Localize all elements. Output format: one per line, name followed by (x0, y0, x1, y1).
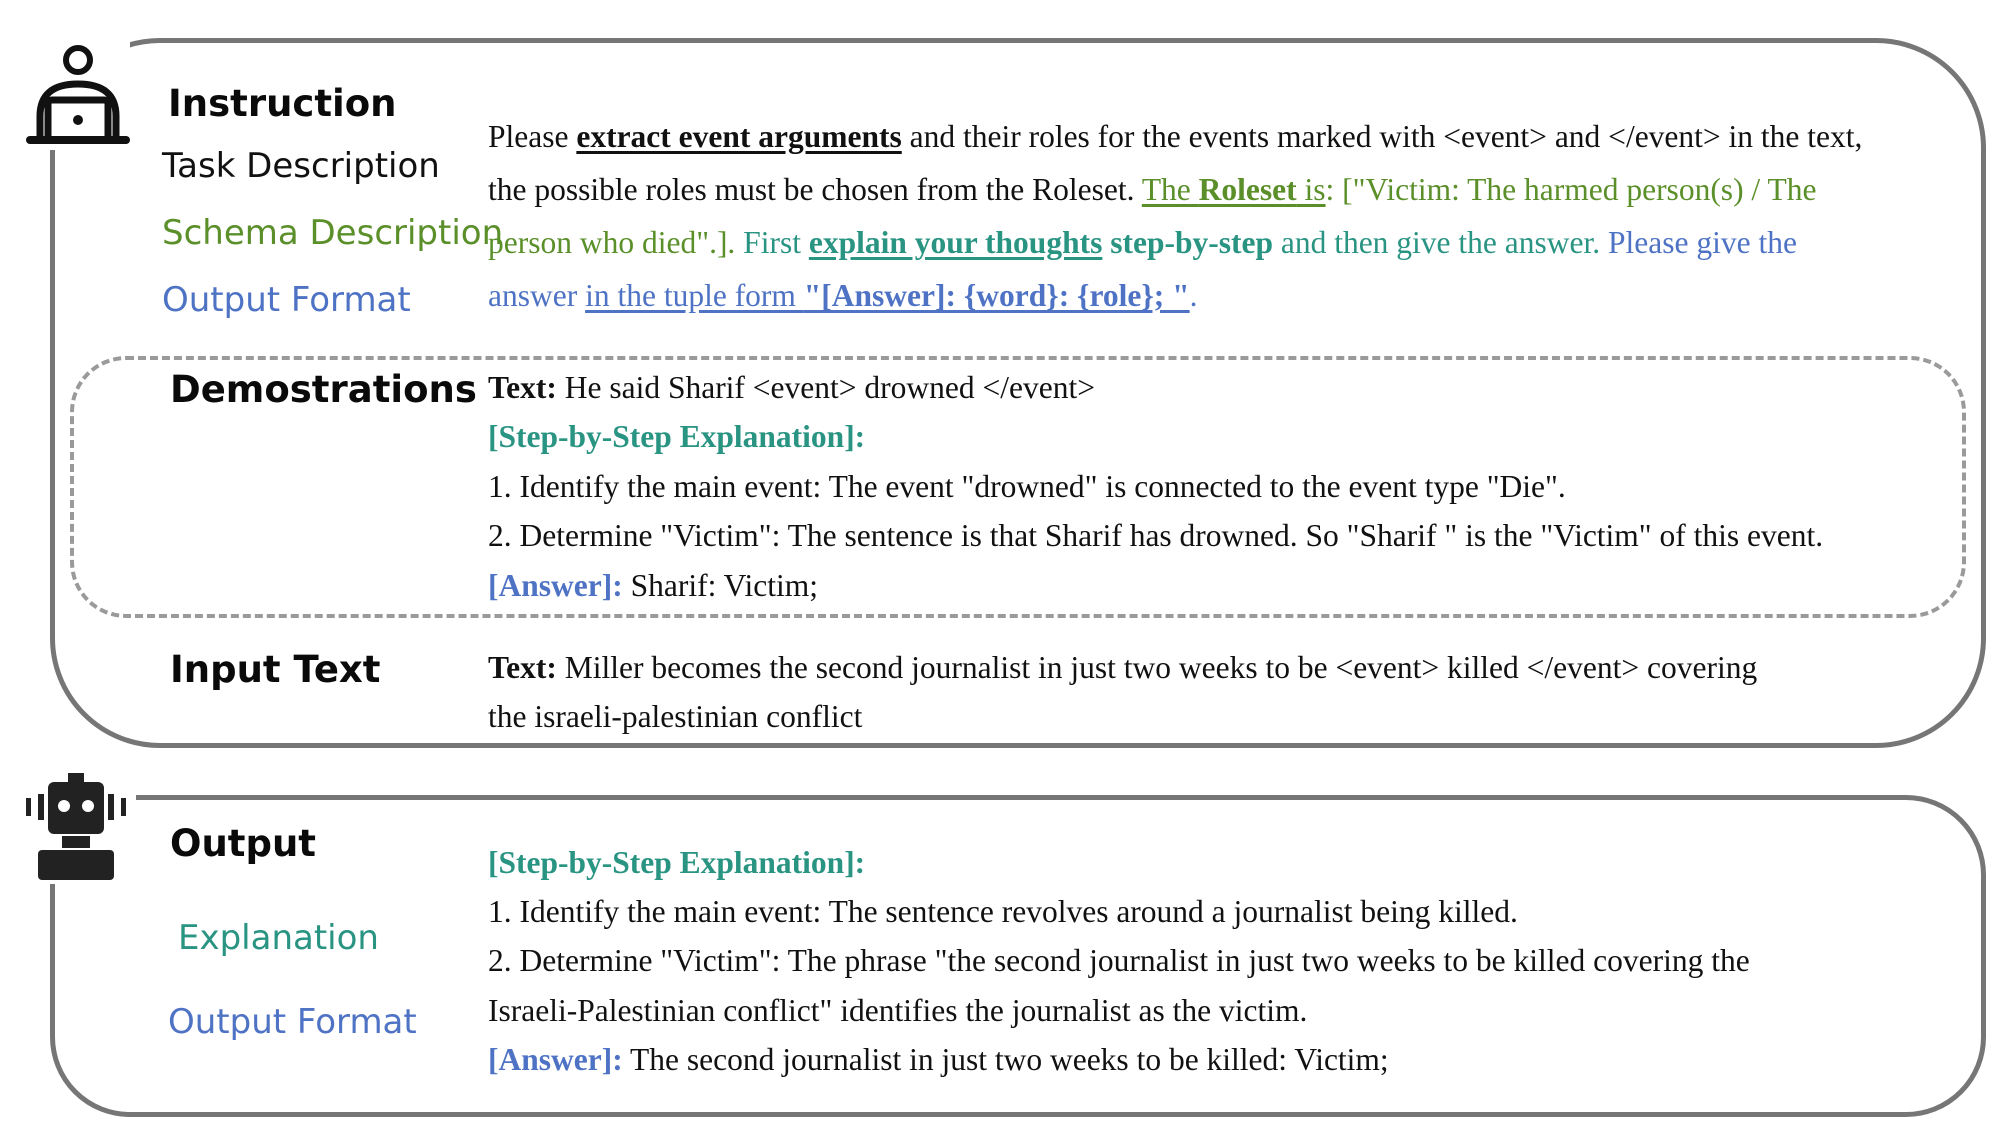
output-answer-label: [Answer]: (488, 1042, 623, 1077)
task-description-label: Task Description (162, 146, 440, 186)
schema-text: The (1141, 172, 1199, 207)
demo-step-1: 1. Identify the main event: The event "d… (488, 469, 1566, 504)
task-keyword: extract event arguments (576, 119, 902, 154)
input-text-value: Miller becomes the second journalist in … (556, 650, 1758, 685)
task-text-cont: and their roles for the events marked wi… (488, 119, 1863, 207)
output-format-label: Output Format (162, 280, 411, 320)
robot-icon (16, 770, 136, 884)
output-step-1: 1. Identify the main event: The sentence… (488, 894, 1518, 929)
user-laptop-icon (26, 40, 130, 150)
explanation-text: First (743, 225, 809, 260)
output-answer-value: The second journalist in just two weeks … (622, 1042, 1389, 1077)
input-text-label-prefix: Text: (488, 650, 557, 685)
input-text-label: Input Text (170, 648, 381, 691)
output-format-period: . (1189, 278, 1198, 313)
demo-text-value: He said Sharif <event> drowned </event> (556, 370, 1096, 405)
schema-keyword: Roleset (1198, 172, 1297, 207)
output-format-text: Please give the answer (488, 225, 1797, 313)
explanation-keyword: explain your thoughts (808, 225, 1103, 260)
output-answer-line: [Answer]: The second journalist in just … (488, 1040, 1389, 1080)
demo-answer-value: Sharif: Victim; (622, 568, 818, 603)
demonstrations-label: Demostrations (170, 368, 477, 411)
output-format-tuple: in the tuple form (585, 278, 804, 313)
schema-text-is: is (1296, 172, 1326, 207)
schema-roleset: : ["Victim: The harmed person(s) / The p… (488, 172, 1817, 260)
schema-description-label: Schema Description (162, 213, 504, 253)
output-label: Output (170, 822, 316, 865)
demo-explanation-header: [Step-by-Step Explanation]: (488, 419, 866, 454)
output-step-2-line-1: 2. Determine "Victim": The phrase "the s… (488, 943, 1750, 978)
output-box (50, 795, 1986, 1117)
demo-text-label: Text: (488, 370, 557, 405)
output-format-template: "[Answer]: {word}: {role}; " (803, 278, 1190, 313)
explanation-text-cont: and then give the answer. (1272, 225, 1608, 260)
input-text-line-2: the israeli-palestinian conflict (488, 699, 863, 734)
explanation-label: Explanation (178, 918, 379, 958)
demo-step-2: 2. Determine "Victim": The sentence is t… (488, 518, 1824, 553)
output-step-2-line-2: Israeli-Palestinian conflict" identifies… (488, 993, 1308, 1028)
output-format-label-2: Output Format (168, 1002, 417, 1042)
demo-answer-line: [Answer]: Sharif: Victim; (488, 566, 818, 606)
explanation-step-keyword: step-by-step (1110, 225, 1273, 260)
input-text-line-1: Text: Miller becomes the second journali… (488, 648, 1757, 688)
task-text: Please (488, 119, 577, 154)
instruction-paragraph: Please extract event arguments and their… (488, 110, 1888, 322)
demo-text-line: Text: He said Sharif <event> drowned </e… (488, 368, 1095, 408)
input-prompt-box (50, 38, 1986, 748)
instruction-label: Instruction (168, 82, 397, 125)
output-explanation-header: [Step-by-Step Explanation]: (488, 845, 866, 880)
demonstrations-box (70, 356, 1966, 618)
demo-answer-label: [Answer]: (488, 568, 623, 603)
